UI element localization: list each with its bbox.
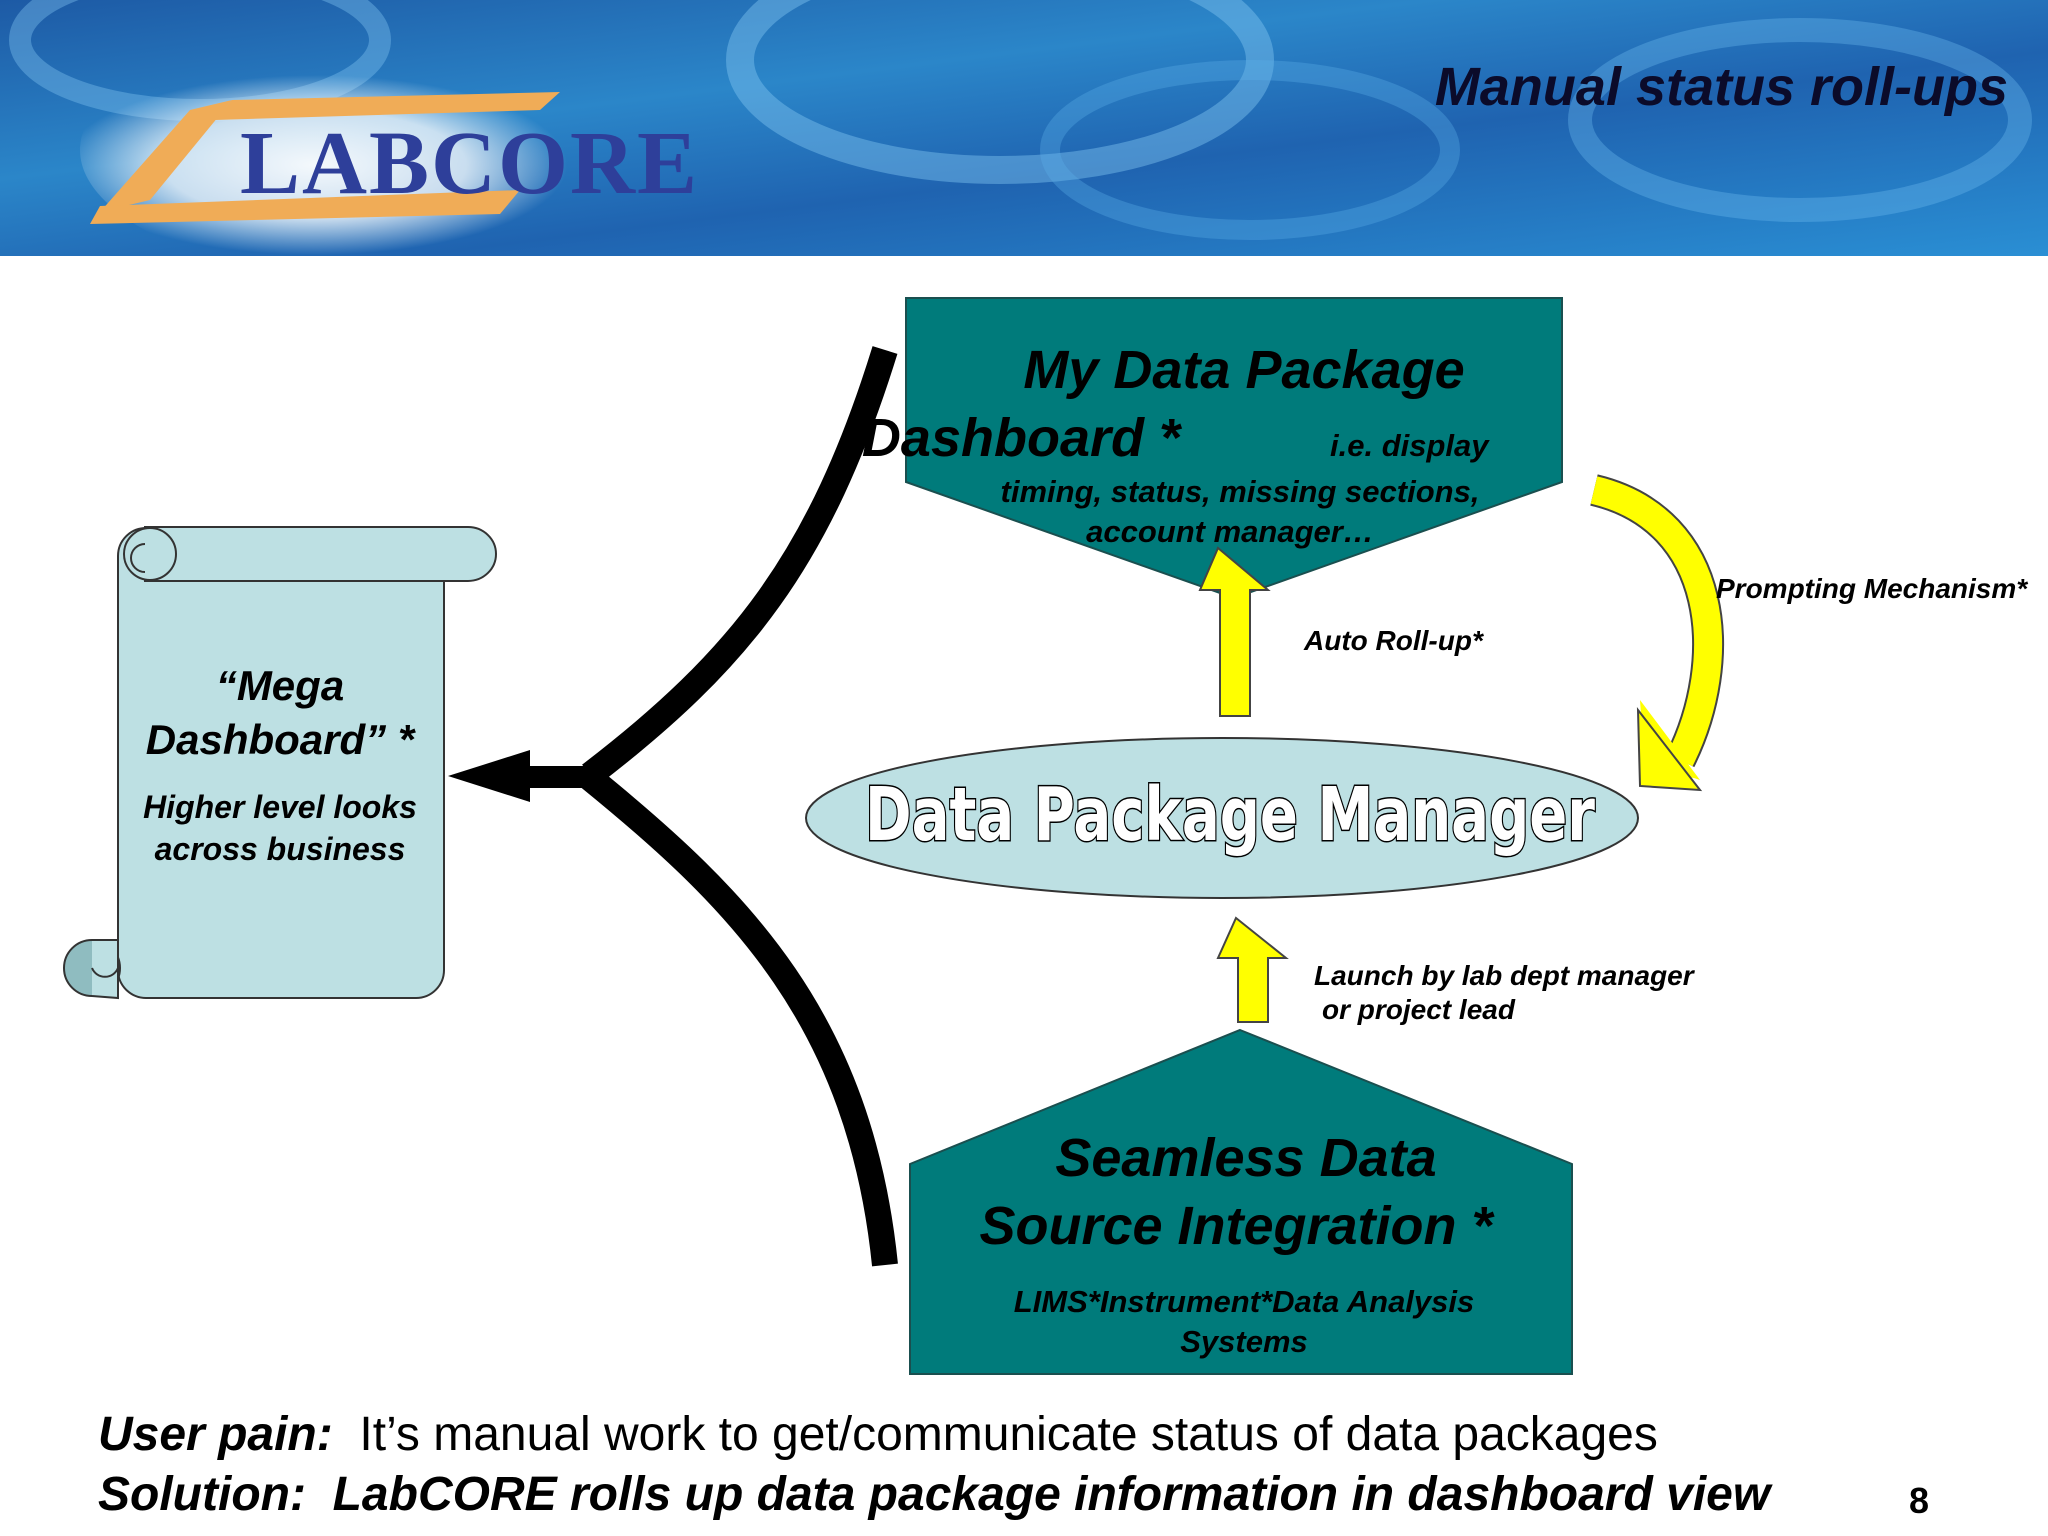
solution-text: LabCORE rolls up data package informatio… (332, 1468, 1771, 1521)
user-pain-text: It’s manual work to get/communicate stat… (359, 1408, 1658, 1461)
bottom-box-subtitle-2: Systems (1180, 1324, 1308, 1359)
auto-rollup-label: Auto Roll-up* (1303, 625, 1484, 656)
scroll-subtitle-1: Higher level looks (143, 789, 417, 825)
connector-arrowhead (448, 750, 530, 802)
bottom-box-title-2: Source Integration * (979, 1196, 1495, 1256)
scroll-title-2: Dashboard” * (146, 716, 416, 763)
labcore-logo: LABCORE (90, 92, 699, 224)
scroll-subtitle-2: across business (155, 831, 406, 867)
header-banner: LABCORE Manual status roll-ups (0, 0, 2048, 256)
launch-label-1: Launch by lab dept manager (1314, 960, 1696, 991)
mega-dashboard-scroll (63, 526, 497, 1000)
connector-bottom-curve (581, 767, 898, 1267)
scroll-title-1: “Mega (216, 662, 344, 709)
user-pain-label: User pain: (98, 1408, 333, 1461)
bottom-box-subtitle-1: LIMS*Instrument*Data Analysis (1014, 1284, 1475, 1319)
slide-title: Manual status roll-ups (1434, 57, 2008, 117)
top-box-title-2: Dashboard * (862, 408, 1183, 468)
auto-rollup-arrow (1198, 546, 1271, 717)
user-pain-line: User pain: It’s manual work to get/commu… (98, 1405, 1998, 1465)
page-number: 8 (1909, 1480, 1930, 1521)
data-package-manager-ellipse (805, 737, 1639, 899)
top-box-title-1: My Data Package (1023, 340, 1464, 400)
solution-label: Solution: (98, 1468, 306, 1521)
top-box-subtitle-2: timing, status, missing sections, (1001, 474, 1480, 509)
bottom-integration-box (909, 1028, 1573, 1375)
bottom-box-title-1: Seamless Data (1055, 1128, 1436, 1188)
connector-top-curve (582, 346, 898, 786)
data-package-manager-label: Data Package Manager (865, 772, 1595, 858)
launch-arrow (1216, 916, 1289, 1023)
connector-stem (530, 766, 592, 788)
top-dashboard-box (905, 297, 1563, 600)
top-box-subtitle-1: i.e. display (1330, 428, 1490, 463)
footer-text: User pain: It’s manual work to get/commu… (98, 1405, 1998, 1525)
prompting-label: Prompting Mechanism* (1716, 573, 2028, 604)
solution-line: Solution: LabCORE rolls up data package … (98, 1465, 1998, 1525)
logo-text: LABCORE (240, 114, 699, 213)
top-box-subtitle-3: account manager… (1086, 514, 1374, 549)
launch-label-2: or project lead (1322, 994, 1516, 1025)
prompting-mechanism-arrow (1589, 474, 1725, 792)
